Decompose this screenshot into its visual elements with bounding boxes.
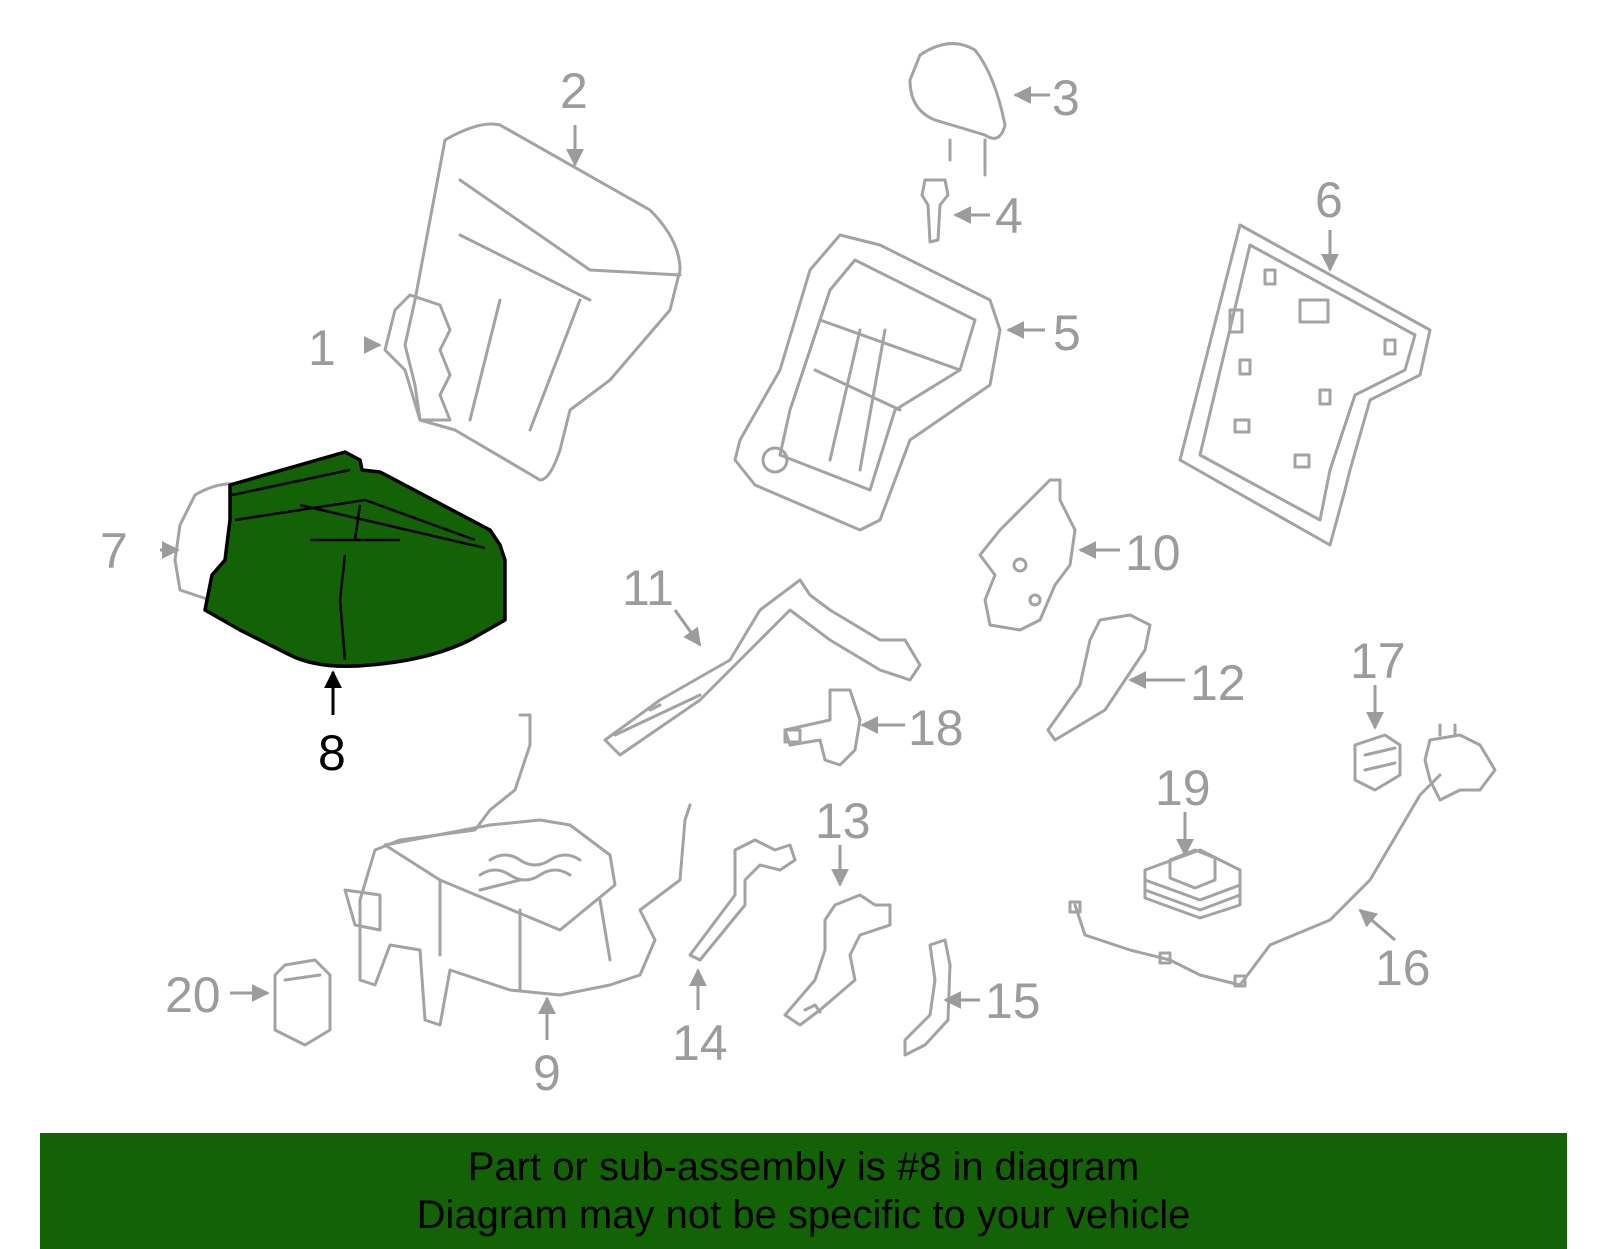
- part-20-cap: [273, 958, 332, 1047]
- callout-1: 1: [308, 320, 336, 376]
- seat-parts-diagram: 1 2 3 4 5 6 7 8 9 10 11 12 13 14 15 16 1…: [100, 42, 1497, 1101]
- callout-14: 14: [672, 1015, 728, 1071]
- part-11-rail: [603, 578, 922, 757]
- part-15-trim-strip: [903, 938, 952, 1057]
- callout-16: 16: [1375, 940, 1431, 996]
- callout-5: 5: [1053, 305, 1081, 361]
- callout-12: 12: [1190, 655, 1246, 711]
- part-info-banner: Part or sub-assembly is #8 in diagram Di…: [40, 1133, 1567, 1249]
- highlight-fill: [203, 450, 507, 668]
- callout-15: 15: [985, 973, 1041, 1029]
- part-16-harness: [1068, 723, 1497, 988]
- part-10-recliner: [978, 478, 1077, 632]
- callout-10: 10: [1125, 525, 1181, 581]
- part-3-headrest: [908, 42, 1007, 177]
- part-9-seat-frame: [343, 713, 692, 1027]
- callout-3: 3: [1052, 70, 1080, 126]
- banner-line-disclaimer: Diagram may not be specific to your vehi…: [416, 1193, 1191, 1237]
- part-18-bracket: [783, 688, 862, 767]
- leader-lines: [160, 86, 1396, 1040]
- callout-9: 9: [533, 1045, 561, 1101]
- callout-8: 8: [318, 725, 346, 781]
- part-13-cover: [783, 893, 892, 1027]
- part-1-trim: [383, 293, 452, 422]
- part-4-guide: [920, 178, 950, 244]
- callout-17: 17: [1350, 633, 1406, 689]
- part-12-side-cover: [1046, 613, 1152, 742]
- part-17-switch: [1353, 733, 1402, 792]
- callout-11: 11: [622, 560, 674, 616]
- part-5-seatback-frame: [733, 233, 1002, 532]
- callout-labels: 1 2 3 4 5 6 7 8 9 10 11 12 13 14 15 16 1…: [100, 63, 1431, 1101]
- callout-13: 13: [815, 793, 871, 849]
- callout-7: 7: [100, 523, 128, 579]
- callout-20: 20: [165, 967, 221, 1023]
- part-2-seatback-cushion: [403, 122, 682, 482]
- part-14-bracket: [688, 838, 797, 962]
- part-8-seat-cushion-highlighted: [203, 450, 507, 668]
- part-6-back-panel: [1178, 223, 1432, 547]
- part-19-switch: [1143, 848, 1242, 920]
- callout-19: 19: [1155, 760, 1211, 816]
- callout-6: 6: [1315, 172, 1343, 228]
- callout-18: 18: [908, 700, 964, 756]
- callout-2: 2: [560, 63, 588, 119]
- callout-4: 4: [995, 188, 1023, 244]
- banner-line-part: Part or sub-assembly is #8 in diagram: [467, 1145, 1140, 1189]
